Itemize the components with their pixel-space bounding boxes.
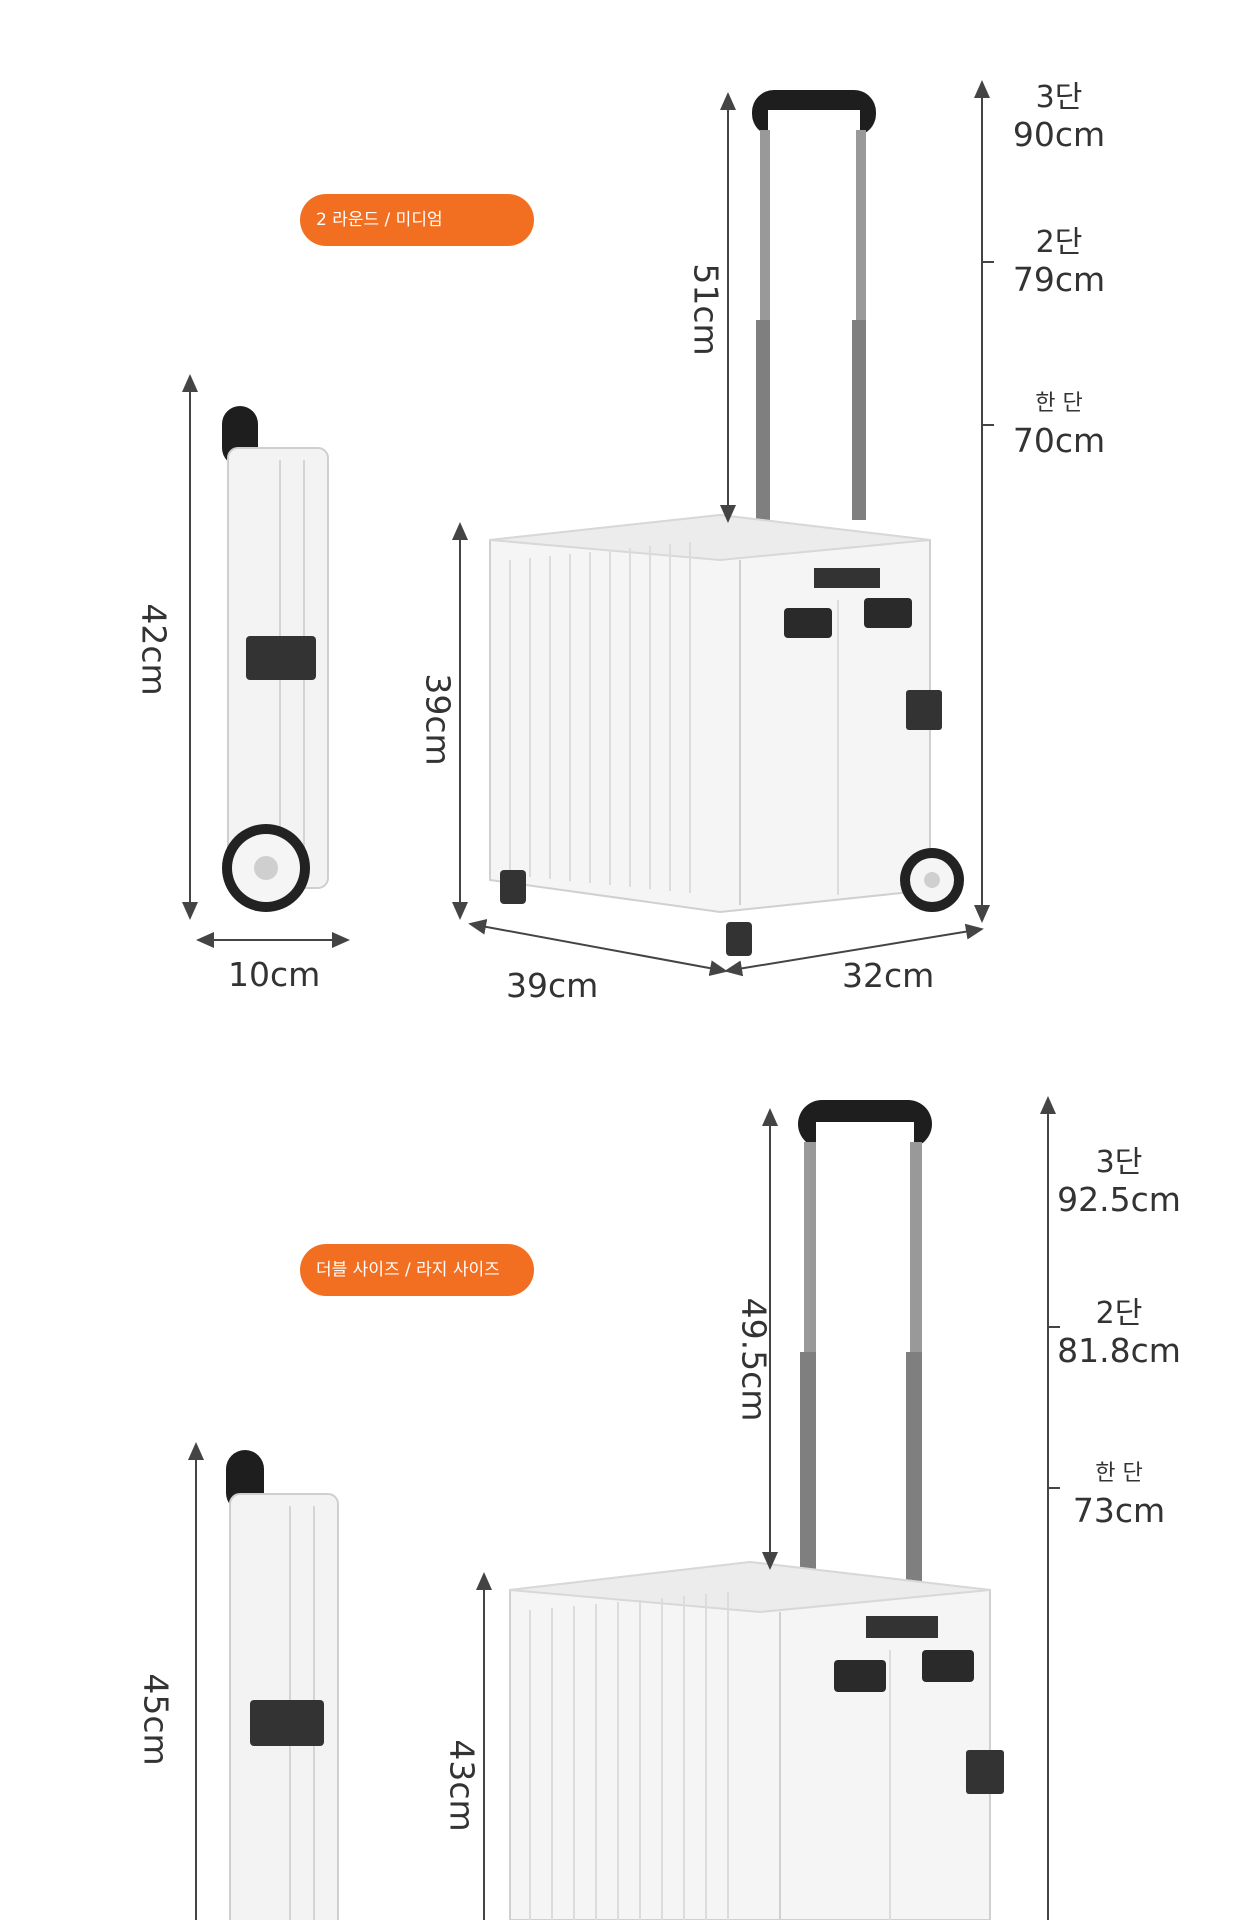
box-depth-label: 32cm bbox=[842, 956, 935, 995]
open-box-cart bbox=[509, 1560, 1004, 1920]
product-illustration bbox=[182, 80, 994, 977]
box-width-label: 39cm bbox=[506, 966, 599, 1005]
size-badge: 더블 사이즈 / 라지 사이즈 bbox=[300, 1244, 534, 1296]
open-box-cart bbox=[489, 513, 964, 956]
folded-height-label: 42cm bbox=[134, 603, 174, 696]
folded-depth-label: 10cm bbox=[228, 955, 321, 994]
size-badge: 2 라운드 / 미디엄 bbox=[300, 194, 534, 246]
box-height-label: 43cm bbox=[442, 1739, 482, 1832]
folded-cart-side-view bbox=[222, 406, 329, 912]
folded-height-label: 45cm bbox=[136, 1673, 176, 1766]
size-section-large: 더블 사이즈 / 라지 사이즈 bbox=[0, 1050, 1240, 1920]
telescopic-handle bbox=[798, 1100, 932, 1632]
folded-cart-side-view bbox=[226, 1450, 339, 1920]
telescopic-handle bbox=[752, 90, 876, 520]
handle-extension-label: 51cm bbox=[686, 263, 726, 356]
handle-extension-label: 49.5cm bbox=[734, 1297, 774, 1422]
product-illustration bbox=[188, 1096, 1060, 1920]
box-height-label: 39cm bbox=[418, 673, 458, 766]
size-section-medium: 2 라운드 / 미디엄 bbox=[134, 80, 1106, 1005]
